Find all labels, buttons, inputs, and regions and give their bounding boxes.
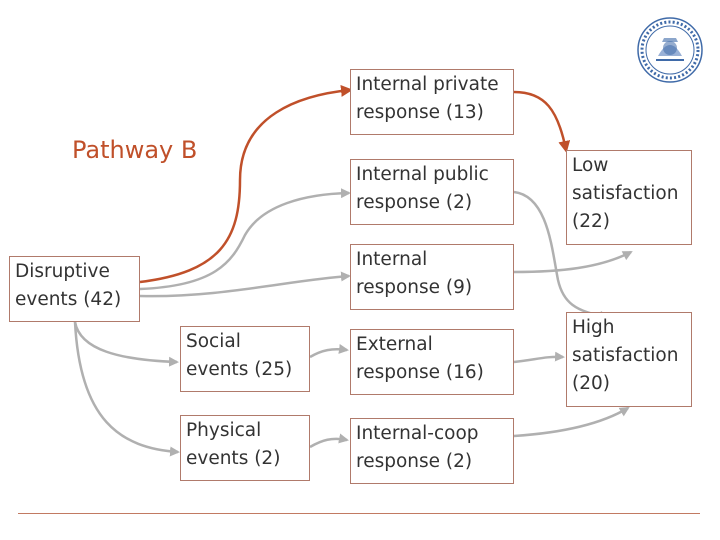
node-external-response[interactable]: External response (16) — [350, 329, 514, 395]
link-disruptive-to-social — [73, 321, 179, 367]
node-internal-private-response[interactable]: Internal private response (13) — [350, 69, 514, 135]
node-low-satisfaction[interactable]: Low satisfaction (22) — [566, 150, 692, 245]
node-label-line1: High — [572, 317, 615, 338]
node-label-line1: Low — [572, 155, 609, 176]
node-high-satisfaction[interactable]: High satisfaction (20) — [566, 312, 692, 407]
link-disruptive-to-physical — [73, 321, 180, 457]
node-label-line1: Internal — [356, 249, 428, 270]
node-label-line1: Physical — [186, 420, 262, 441]
university-seal-icon — [637, 17, 703, 83]
node-label-line2: response (2) — [356, 451, 473, 472]
node-label-line2: response (9) — [356, 277, 473, 298]
link-disruptive-to-internal — [139, 271, 351, 298]
node-label-line1: Internal-coop — [356, 423, 479, 444]
link-external-to-high — [513, 351, 565, 364]
node-internal-response[interactable]: Internal response (9) — [350, 244, 514, 310]
link-disruptive-to-internal-public — [139, 188, 351, 291]
link-internal-public-to-high — [513, 190, 610, 321]
link-physical-to-internal-coop — [309, 433, 349, 449]
node-internal-coop-response[interactable]: Internal-coop response (2) — [350, 418, 514, 484]
node-social-events[interactable]: Social events (25) — [180, 326, 310, 392]
node-label-line2: response (2) — [356, 192, 473, 213]
link-internal-private-to-low — [513, 90, 571, 153]
node-label-line1: External — [356, 334, 433, 355]
node-label-line2: satisfaction — [572, 183, 679, 204]
node-physical-events[interactable]: Physical events (2) — [180, 415, 310, 481]
node-label-line2: events (25) — [186, 359, 293, 380]
node-label-line2: events (42) — [15, 289, 122, 310]
pathway-title: Pathway B — [72, 136, 198, 164]
link-social-to-external — [309, 343, 349, 359]
node-label-line2: satisfaction — [572, 345, 679, 366]
node-label-line1: Disruptive — [15, 261, 110, 282]
link-internal-coop-to-high — [513, 406, 630, 438]
node-label-line2: response (16) — [356, 362, 484, 383]
node-label-line2: events (2) — [186, 448, 281, 469]
node-internal-public-response[interactable]: Internal public response (2) — [350, 159, 514, 225]
node-label-line1: Internal private — [356, 74, 499, 95]
node-disruptive-events[interactable]: Disruptive events (42) — [9, 256, 140, 322]
node-label-line2: response (13) — [356, 102, 484, 123]
node-label-line1: Social — [186, 331, 241, 352]
link-disruptive-to-internal-private — [139, 84, 353, 284]
node-label-line1: Internal public — [356, 164, 489, 185]
node-label-line3: (20) — [572, 373, 610, 394]
node-label-line3: (22) — [572, 211, 610, 232]
link-internal-to-low — [513, 250, 633, 274]
footer-rule — [18, 513, 700, 514]
